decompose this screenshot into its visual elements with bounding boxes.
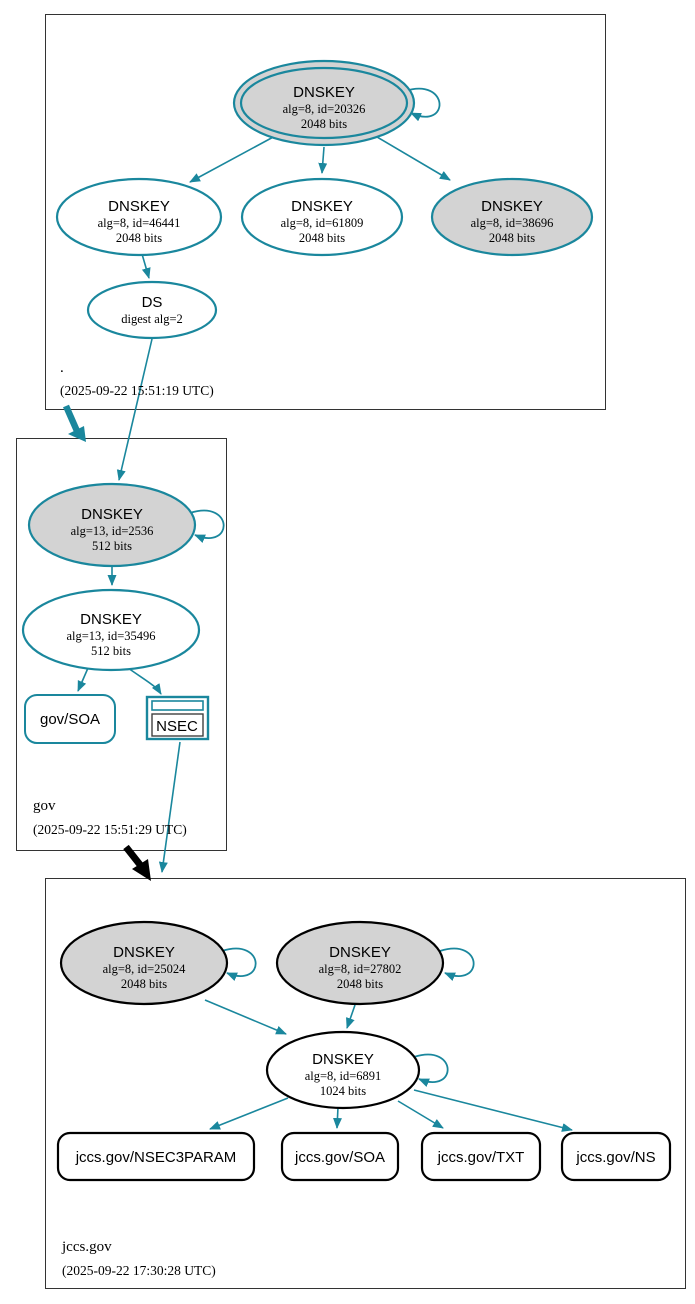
self-sign-arrow	[189, 509, 225, 543]
dnskey-node-27802[interactable]: DNSKEY alg=8, id=27802 2048 bits	[275, 920, 445, 1006]
dnskey-node-25024[interactable]: DNSKEY alg=8, id=25024 2048 bits	[59, 920, 229, 1006]
signing-arrow	[77, 667, 89, 692]
dnskey-node-35496[interactable]: DNSKEY alg=13, id=35496 512 bits	[21, 588, 201, 672]
record-node-nsec3param[interactable]: jccs.gov/NSEC3PARAM	[56, 1131, 256, 1182]
ds-node[interactable]: DS digest alg=2	[86, 280, 218, 340]
signing-arrow	[397, 1100, 444, 1129]
zone-timestamp: (2025-09-22 17:30:28 UTC)	[62, 1263, 216, 1278]
node-bits: 2048 bits	[116, 231, 162, 245]
record-label: jccs.gov/SOA	[294, 1149, 385, 1166]
record-node-soa[interactable]: jccs.gov/SOA	[280, 1131, 400, 1182]
record-node-gov-soa[interactable]: gov/SOA	[24, 694, 116, 744]
node-detail: alg=8, id=25024	[103, 962, 187, 976]
node-title: DS	[142, 294, 163, 311]
dnskey-node-ksk-root[interactable]: DNSKEY alg=8, id=20326 2048 bits	[232, 59, 416, 147]
record-label: gov/SOA	[40, 711, 100, 728]
node-bits: 2048 bits	[489, 231, 535, 245]
zone-box-root	[45, 14, 606, 410]
node-title: DNSKEY	[80, 611, 142, 628]
signing-arrow	[141, 253, 151, 279]
record-node-ns[interactable]: jccs.gov/NS	[560, 1131, 672, 1182]
dnskey-node-2536[interactable]: DNSKEY alg=13, id=2536 512 bits	[27, 482, 197, 568]
signing-arrow	[413, 1089, 573, 1132]
self-sign-arrow	[439, 947, 475, 981]
node-title: DNSKEY	[81, 506, 143, 523]
signing-arrow	[127, 667, 162, 695]
dnskey-node-6891[interactable]: DNSKEY alg=8, id=6891 1024 bits	[265, 1030, 421, 1110]
nsec-to-zone-arrow	[158, 741, 181, 873]
node-title: DNSKEY	[113, 944, 175, 961]
dnskey-node-61809[interactable]: DNSKEY alg=8, id=61809 2048 bits	[240, 177, 404, 257]
node-detail: alg=8, id=38696	[471, 216, 554, 230]
node-detail: alg=8, id=46441	[98, 216, 181, 230]
node-detail: alg=13, id=2536	[71, 524, 154, 538]
dnskey-node-46441[interactable]: DNSKEY alg=8, id=46441 2048 bits	[55, 177, 223, 257]
node-title: DNSKEY	[293, 84, 355, 101]
node-bits: 2048 bits	[121, 977, 167, 991]
zone-jccs-gov: DNSKEY alg=8, id=25024 2048 bits DNSKEY …	[56, 920, 672, 1278]
signing-arrow	[346, 1004, 356, 1029]
self-sign-arrow	[221, 947, 257, 981]
zone-gov: DNSKEY alg=13, id=2536 512 bits DNSKEY a…	[21, 482, 225, 837]
node-title: DNSKEY	[481, 198, 543, 215]
zone-label: gov	[33, 798, 56, 814]
node-title: DNSKEY	[329, 944, 391, 961]
record-node-txt[interactable]: jccs.gov/TXT	[420, 1131, 542, 1182]
node-bits: 1024 bits	[320, 1084, 366, 1098]
signing-arrow	[318, 146, 328, 174]
nsec-label: NSEC	[156, 718, 198, 735]
node-detail: digest alg=2	[121, 312, 183, 326]
node-detail: alg=8, id=6891	[305, 1069, 382, 1083]
zone-timestamp: (2025-09-22 15:51:29 UTC)	[33, 822, 187, 837]
node-detail: alg=8, id=27802	[319, 962, 402, 976]
node-title: DNSKEY	[312, 1051, 374, 1068]
signing-arrow	[371, 133, 451, 181]
record-label: jccs.gov/NSEC3PARAM	[75, 1149, 237, 1166]
signing-arrow	[204, 999, 287, 1035]
node-bits: 2048 bits	[299, 231, 345, 245]
node-detail: alg=8, id=20326	[283, 102, 366, 116]
node-title: DNSKEY	[291, 198, 353, 215]
signing-arrow	[209, 1097, 289, 1130]
ds-to-dnskey-arrow	[116, 338, 153, 481]
zone-box-jccs-gov	[45, 878, 686, 1289]
node-detail: alg=8, id=61809	[281, 216, 364, 230]
zone-root: DNSKEY alg=8, id=20326 2048 bits DNSKEY …	[55, 59, 594, 398]
zone-label: jccs.gov	[61, 1239, 112, 1255]
signing-arrow	[332, 1106, 342, 1129]
zone-box-gov	[16, 438, 227, 851]
self-sign-arrow	[413, 1053, 449, 1087]
signing-arrow	[189, 134, 278, 183]
delegation-arrow-root-to-gov	[63, 404, 86, 442]
zone-label: .	[60, 360, 64, 376]
node-title: DNSKEY	[108, 198, 170, 215]
record-label: jccs.gov/NS	[575, 1149, 655, 1166]
node-bits: 2048 bits	[337, 977, 383, 991]
node-bits: 512 bits	[92, 539, 132, 553]
zone-timestamp: (2025-09-22 15:51:19 UTC)	[60, 383, 214, 398]
self-sign-arrow	[404, 87, 441, 122]
record-label: jccs.gov/TXT	[437, 1149, 525, 1166]
dnskey-node-38696[interactable]: DNSKEY alg=8, id=38696 2048 bits	[430, 177, 594, 257]
nsec-node[interactable]: NSEC	[145, 695, 210, 741]
node-bits: 512 bits	[91, 644, 131, 658]
node-bits: 2048 bits	[301, 117, 347, 131]
node-detail: alg=13, id=35496	[66, 629, 155, 643]
delegation-arrow-gov-to-jccs	[123, 844, 151, 881]
